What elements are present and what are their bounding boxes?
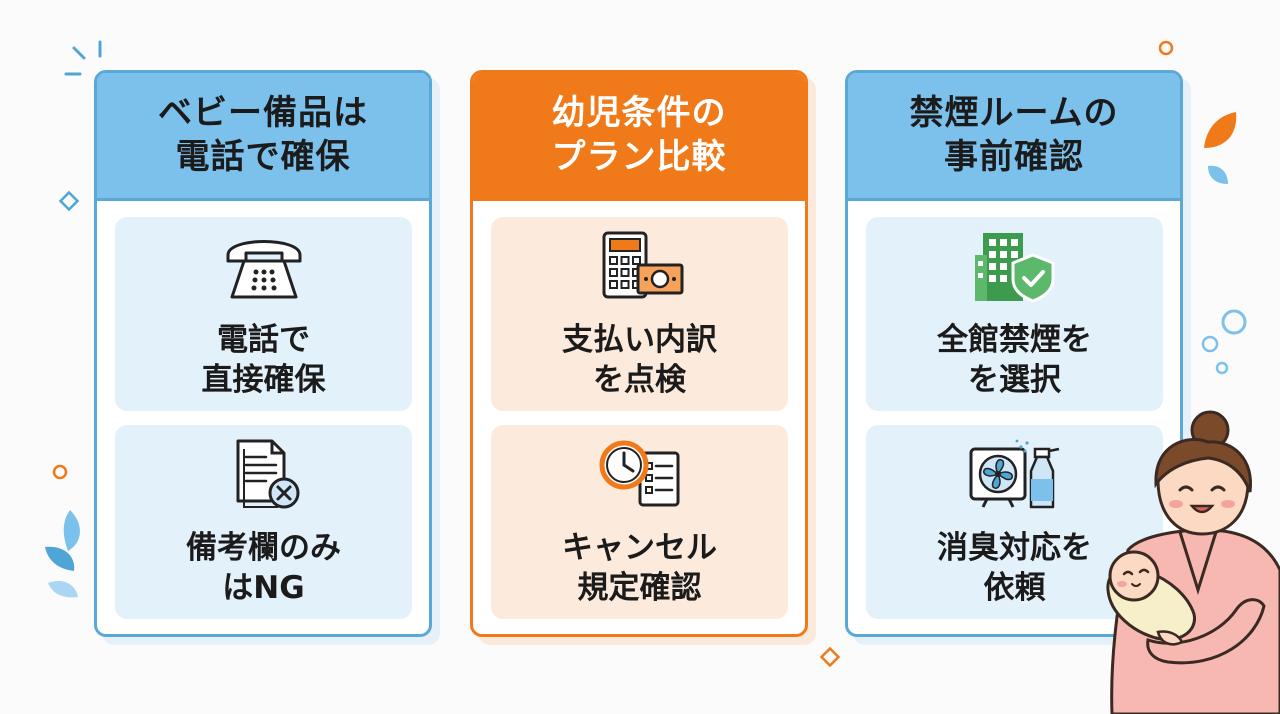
calculator-money-icon bbox=[602, 231, 683, 299]
telephone-icon bbox=[226, 240, 301, 299]
circle-decoration bbox=[1158, 40, 1174, 56]
clock-checklist-icon bbox=[599, 440, 679, 507]
card-label: 支払い内訳 を点検 bbox=[562, 322, 717, 398]
card-check-payment: 支払い内訳 を点検 bbox=[491, 217, 788, 411]
fan-spray-icon bbox=[969, 439, 1059, 509]
column-header: ベビー備品は 電話で確保 bbox=[97, 73, 429, 201]
column-title: ベビー備品は 電話で確保 bbox=[158, 92, 368, 177]
card-cancellation-policy: キャンセル 規定確認 bbox=[491, 425, 788, 619]
column-non-smoking-room: 禁煙ルームの 事前確認 全館禁煙を を選択 bbox=[845, 70, 1183, 637]
card-label: 電話で 直接確保 bbox=[201, 322, 326, 398]
column-header: 幼児条件の プラン比較 bbox=[473, 73, 805, 201]
column-header: 禁煙ルームの 事前確認 bbox=[848, 73, 1180, 201]
mother-holding-baby bbox=[1106, 410, 1280, 714]
card-label: 消臭対応を 依頼 bbox=[937, 530, 1092, 606]
card-notes-not-ok: 備考欄のみ はNG bbox=[115, 425, 412, 619]
diamond-decoration bbox=[58, 190, 80, 212]
column-infant-plan: 幼児条件の プラン比較 支払い内訳 を点検 bbox=[470, 70, 808, 637]
building-shield-icon bbox=[974, 233, 1054, 303]
card-label: 全館禁煙を を選択 bbox=[937, 322, 1092, 398]
leaf-decoration-left bbox=[45, 510, 80, 598]
column-title: 禁煙ルームの 事前確認 bbox=[909, 92, 1119, 177]
card-label: 備考欄のみ はNG bbox=[186, 530, 341, 606]
card-non-smoking-building: 全館禁煙を を選択 bbox=[866, 217, 1163, 411]
diamond-decoration bbox=[819, 646, 841, 668]
leaf-decoration-right bbox=[1204, 112, 1237, 184]
card-phone-reserve: 電話で 直接確保 bbox=[115, 217, 412, 411]
sparkle-lines-decoration bbox=[64, 40, 102, 76]
column-baby-equipment: ベビー備品は 電話で確保 電話で 直接確保 備考欄のみ はNG bbox=[94, 70, 432, 637]
circle-decoration bbox=[52, 464, 68, 480]
card-label: キャンセル 規定確認 bbox=[562, 530, 717, 606]
bubbles-decoration bbox=[1201, 309, 1247, 375]
document-x-icon bbox=[236, 439, 299, 509]
column-title: 幼児条件の プラン比較 bbox=[551, 92, 727, 177]
